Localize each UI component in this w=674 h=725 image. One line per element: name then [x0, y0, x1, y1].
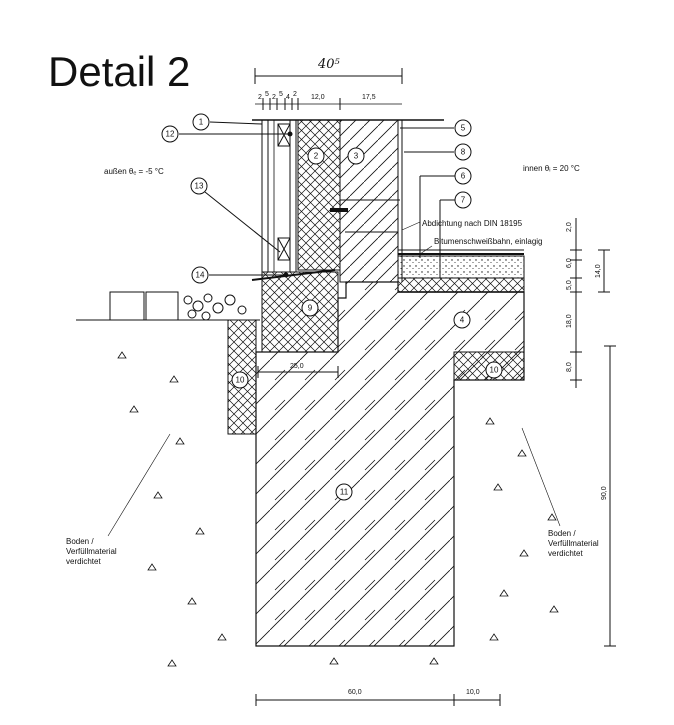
callout-3: [347, 147, 365, 165]
page-title: Detail 2: [48, 48, 190, 95]
callout-1-label: 1: [199, 118, 204, 127]
dim-top-4: 5: [279, 91, 283, 98]
dim-right-5: 18,0: [566, 314, 573, 328]
soil-right-line-1: Boden /: [548, 529, 576, 538]
callouts: 1 2 3 4 5 6 7 8 9 10 10 11 12: [161, 113, 503, 501]
callout-10-left-label: 10: [236, 376, 245, 385]
callout-8: [454, 143, 472, 161]
callout-12-label: 12: [166, 130, 175, 139]
dim-top-7: 12,0: [311, 94, 325, 101]
callout-10-right: [485, 361, 503, 379]
soil-left-line-1: Boden /: [66, 537, 94, 546]
drip-flashing: [251, 269, 336, 281]
dim-top-8: 17,5: [362, 94, 376, 101]
dim-bottom-1: 60,0: [348, 689, 362, 696]
dim-step: 25,0: [290, 363, 304, 370]
dim-right-1: 2,0: [566, 222, 573, 232]
callout-5: [454, 119, 472, 137]
callout-1: [192, 113, 210, 131]
callout-11-label: 11: [340, 488, 349, 497]
dim-top-6: 2: [293, 91, 297, 98]
callout-6: [454, 167, 472, 185]
callout-13: [190, 177, 208, 195]
total-width-label: 40⁵: [317, 57, 341, 72]
callout-7: [454, 191, 472, 209]
dim-top-2: 5: [265, 91, 269, 98]
callout-9: [301, 299, 319, 317]
callout-5-label: 5: [461, 124, 466, 133]
callout-4-label: 4: [460, 316, 465, 325]
callout-10-left: [231, 371, 249, 389]
dim-top-5: 4: [286, 94, 290, 101]
callout-7-label: 7: [461, 196, 466, 205]
plinth-insulation: [261, 271, 339, 353]
bottom-dimension-chain: 60,0 10,0: [255, 689, 501, 706]
callout-9-label: 9: [308, 304, 313, 313]
top-dimension-chain: 40⁵ 2 5 2 5 4 2 12,0 17,5: [254, 57, 403, 110]
dim-right-7: 90,0: [601, 486, 608, 500]
callout-4: [453, 311, 471, 329]
soil-left-line-3: verdichtet: [66, 557, 101, 566]
dim-top-1: 2: [258, 94, 262, 101]
soil-left-line-2: Verfüllmaterial: [66, 547, 117, 556]
soil-label-right: Boden / Verfüllmaterial verdichtet: [521, 427, 599, 558]
soil-right-line-2: Verfüllmaterial: [548, 539, 599, 548]
callout-2-label: 2: [314, 152, 319, 161]
callout-2: [307, 147, 325, 165]
callout-14: [191, 266, 209, 284]
dim-right-6: 8,0: [566, 362, 573, 372]
outside-temp-label: außen θₑ = -5 °C: [104, 167, 164, 176]
wall-construction: [252, 119, 444, 283]
soil-hatching: [117, 351, 559, 667]
callout-14-label: 14: [196, 271, 205, 280]
soil-label-left: Boden / Verfüllmaterial verdichtet: [66, 433, 171, 566]
dim-bottom-2: 10,0: [466, 689, 480, 696]
bitumen-label: Bitumenschweißbahn, einlagig: [434, 237, 543, 246]
callout-10-right-label: 10: [490, 366, 499, 375]
callout-6-label: 6: [461, 172, 466, 181]
dim-right-2: 6,0: [566, 258, 573, 268]
right-dimension-chain: 2,0 6,0 5,0 14,0 18,0 8,0 90,0: [566, 218, 616, 647]
gravel-strip: [76, 291, 260, 321]
dim-top-3: 2: [272, 94, 276, 101]
inside-temp-label: innen θᵢ = 20 °C: [523, 164, 580, 173]
callout-13-label: 13: [195, 182, 204, 191]
dim-right-3: 5,0: [566, 280, 573, 290]
callout-3-label: 3: [354, 152, 359, 161]
dim-right-4: 14,0: [595, 264, 602, 278]
callout-8-label: 8: [461, 148, 466, 157]
soil-right-line-3: verdichtet: [548, 549, 583, 558]
sealing-label: Abdichtung nach DIN 18195: [422, 219, 523, 228]
callout-11: [335, 483, 353, 501]
callout-12: [161, 125, 179, 143]
floor-buildup: [397, 249, 525, 293]
footing-step-dimension: 25,0: [257, 363, 339, 378]
